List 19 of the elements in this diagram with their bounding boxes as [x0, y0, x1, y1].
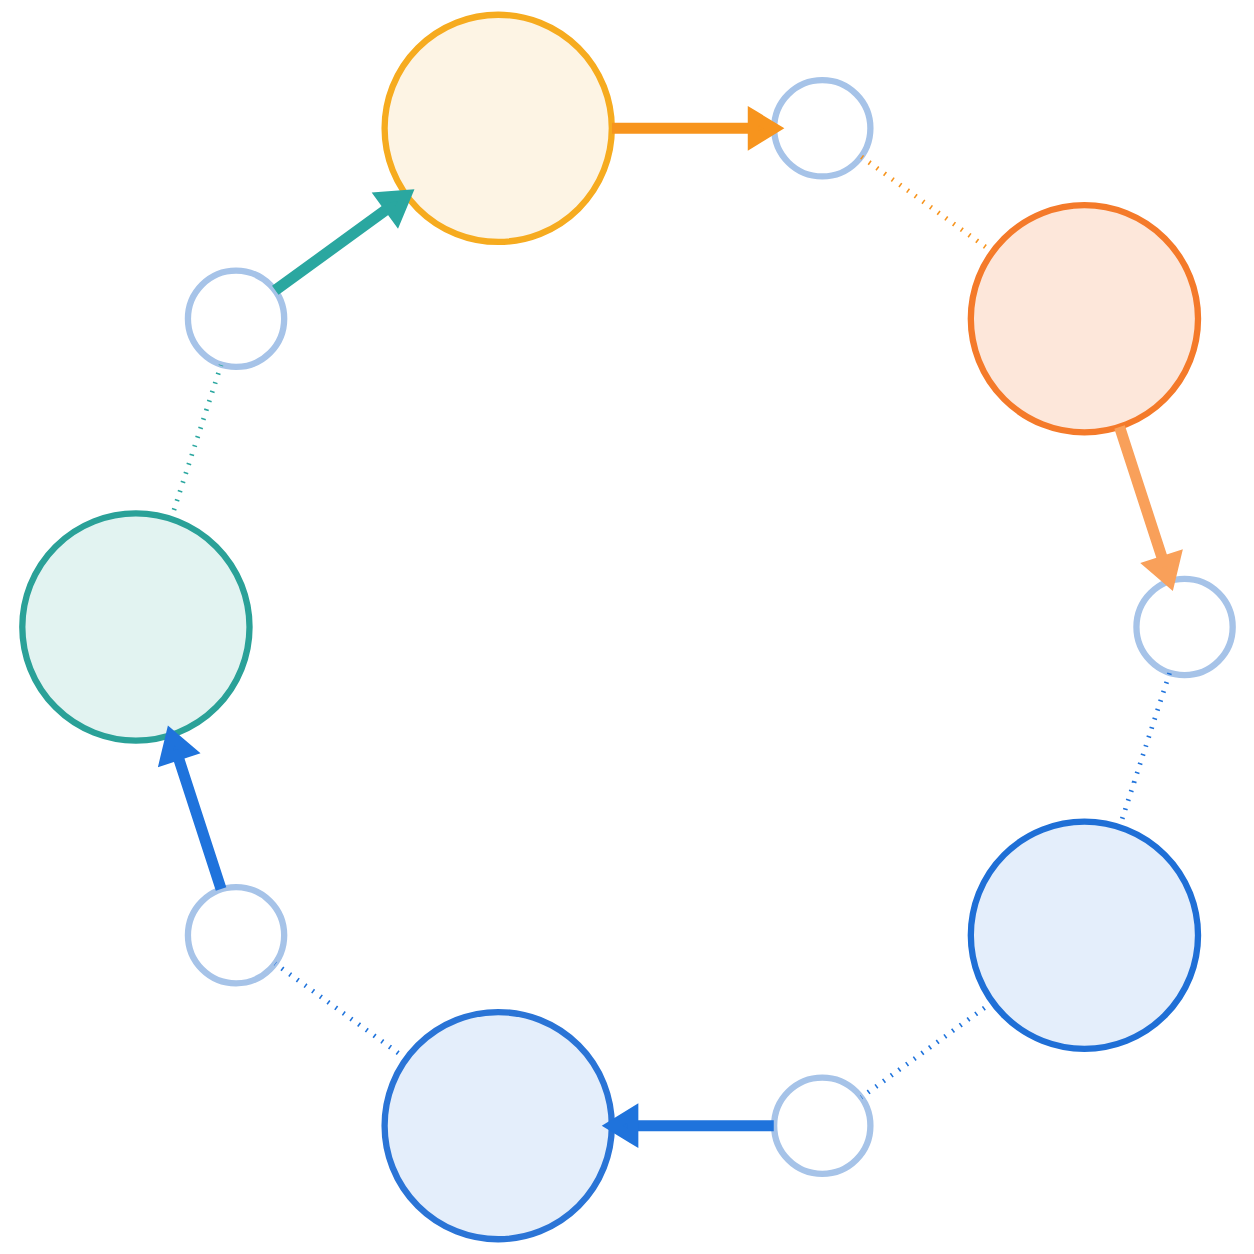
connector — [168, 364, 223, 520]
node-circle — [770, 1074, 874, 1177]
connector — [859, 1000, 993, 1100]
node-circle — [380, 11, 615, 246]
arrow — [157, 725, 226, 891]
arrow — [1113, 425, 1183, 591]
node-circle — [967, 202, 1201, 436]
node-circle — [18, 510, 253, 744]
arrow — [601, 1103, 774, 1149]
node-circle — [184, 883, 287, 987]
connector — [859, 154, 993, 254]
node-circle — [1132, 575, 1236, 679]
arrow — [271, 189, 414, 295]
connector — [273, 961, 407, 1061]
node-circle — [184, 267, 287, 371]
arrow — [611, 105, 784, 151]
node-circle — [967, 818, 1201, 1052]
node-circle — [380, 1008, 615, 1243]
node-circle — [770, 77, 874, 180]
